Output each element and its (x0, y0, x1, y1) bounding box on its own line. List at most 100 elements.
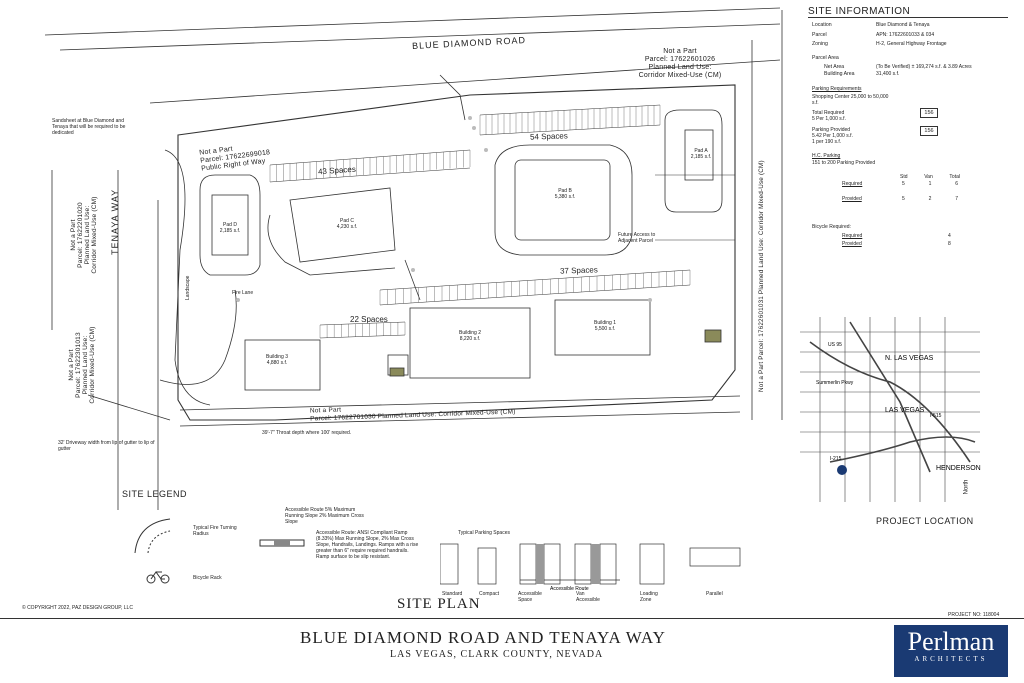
map-label-i215: I-215 (830, 456, 842, 462)
map-label-i515: I-515 (930, 413, 942, 419)
legend-ramp-note: Accessible Route: ANSI Compliant Ramp (8… (316, 530, 419, 560)
hc-provided-total: 7 (955, 196, 958, 202)
legend-fire-label: Typical Fire Turning Radius (193, 525, 237, 537)
total-required-label: Total Required (812, 110, 845, 116)
site-info-title: SITE INFORMATION (808, 6, 1008, 18)
legend-fire-radius-icon (134, 518, 171, 554)
site-info-value: 31,400 s.f. (876, 71, 900, 77)
note-throat-depth: 39'-7" Throat depth where 100' required. (262, 430, 352, 436)
parking-type-labels: Standard Compact Accessible Space Van Ac… (442, 591, 752, 605)
site-info-value: APN: 17622601033 & 034 (876, 32, 935, 38)
hc-required-van: 1 (928, 181, 932, 187)
map-label-las-vegas: LAS VEGAS (885, 407, 925, 414)
hc-headers: Std Van Total (900, 174, 960, 180)
parcel-label-top-right: Not a Part Parcel: 17622601026 Planned L… (638, 48, 722, 79)
road-label-tenaya: TENAYA WAY (110, 188, 120, 255)
parcel-label-left-lower: Not a Part Parcel: 17622301013 Planned L… (68, 326, 96, 404)
north-arrow-icon: North (963, 479, 970, 495)
parking-provided-rate-2: 1 per 190 s.f. (812, 139, 842, 145)
hc-parking-title: H.C. Parking (812, 153, 841, 159)
pad-c-label: Pad C 4,230 s.f. (336, 218, 358, 230)
parking-provided-rate: 5.42 Per 1,000 s.f. (812, 133, 853, 139)
site-info-value: H-2, General Highway Frontage (876, 41, 947, 47)
site-legend-title: SITE LEGEND (122, 489, 188, 499)
legend-route-label: Accessible Route 5% Maximum Running Slop… (285, 507, 364, 525)
project-name: BLUE DIAMOND ROAD AND TENAYA WAY (300, 628, 666, 647)
site-info-label: Parcel (812, 32, 827, 38)
legend-ramp-icon (259, 539, 305, 547)
parking-type-standard: Standard (442, 591, 463, 597)
hc-header-total: Total (949, 174, 960, 180)
project-location-text: LAS VEGAS, CLARK COUNTY, NEVADA (390, 649, 604, 660)
parking-type-parallel: Parallel (706, 591, 723, 597)
location-map: N. LAS VEGAS LAS VEGAS HENDERSON Summerl… (800, 317, 981, 502)
parking-route-label: Accessible Route (550, 586, 589, 592)
site-info-label: Net Area (824, 64, 845, 70)
hc-parking-sub: 151 to 200 Parking Provided (812, 160, 876, 166)
logo-firm-sub: ARCHITECTS (914, 655, 988, 663)
hc-provided-values: 5 2 7 (902, 196, 958, 202)
project-number: PROJECT NO: 118004 (948, 612, 1000, 618)
note-dedication: Sandsheet at Blue Diamond and Tenaya tha… (52, 118, 126, 136)
site-info-label: Zoning (812, 41, 828, 47)
parcel-label-right: Not a Part Parcel: 17622601031 Planned L… (758, 160, 765, 392)
project-location-caption: PROJECT LOCATION (876, 516, 974, 526)
parking-req-sub: Shopping Center 25,000 to 50,000 s.f. (812, 94, 889, 106)
hc-provided-std: 5 (902, 196, 905, 202)
building-3-label: Building 3 4,880 s.f. (266, 354, 288, 366)
map-label-n-las-vegas: N. LAS VEGAS (885, 355, 934, 362)
bicycle-icon (146, 571, 170, 584)
note-driveway-width: 32' Driveway width from lip of gutter to… (58, 440, 155, 452)
hc-header-van: Van (924, 174, 933, 180)
bicycle-title: Bicycle Required: (812, 224, 851, 230)
site-info-label: Parcel Area (812, 55, 839, 61)
parking-type-compact: Compact (479, 591, 500, 597)
map-label-us95: US 95 (828, 342, 842, 348)
site-info-value: (To Be Verified) ± 169,274 s.f. & 3.89 A… (876, 64, 972, 70)
parking-count-54: 54 Spaces (529, 131, 568, 142)
pad-d-label: Pad D 2,185 s.f. (219, 222, 241, 234)
parking-types-title: Typical Parking Spaces (458, 530, 510, 536)
site-info-label: Location (812, 22, 832, 28)
perlman-logo: Perlman ARCHITECTS (894, 625, 1008, 677)
total-required-rate: 5 Per 1,000 s.f. (812, 116, 846, 122)
parcel-label-left-upper: Not a Part Parcel: 17622201020 Planned L… (70, 196, 98, 274)
bike-provided-label: Provided (842, 241, 862, 247)
map-label-summerlin: Summerlin Pkwy (816, 380, 854, 386)
sheet-title: SITE PLAN (397, 596, 481, 612)
hc-required-label: Required (842, 181, 863, 187)
bike-provided-value: 8 (948, 241, 951, 247)
legend-bike-label: Bicycle Rack (193, 575, 222, 581)
parking-type-loading: Loading Zone (640, 591, 658, 603)
pad-b-label: Pad B 5,380 s.f. (554, 188, 576, 200)
hc-required-std: 5 (902, 181, 905, 187)
bike-required-value: 4 (948, 233, 951, 239)
hc-header-std: Std (900, 174, 908, 180)
label-landscape: Landscape (185, 275, 191, 300)
hc-provided-van: 2 (928, 196, 932, 202)
parking-provided-value: 156 (920, 126, 938, 136)
parking-type-van: Van Accessible (576, 591, 600, 603)
parking-count-37: 37 Spaces (559, 265, 598, 276)
hc-required-total: 6 (955, 181, 958, 187)
hc-required-values: 5 1 6 (902, 181, 958, 187)
site-info-value: Blue Diamond & Tenaya (876, 22, 930, 28)
parking-types-diagram: Accessible Route (440, 543, 741, 592)
note-future-access: Future Access to Adjacent Parcel (618, 232, 656, 244)
hc-provided-label: Provided (842, 196, 862, 202)
logo-firm-name: Perlman (907, 627, 995, 656)
building-2-label: Building 2 8,220 s.f. (459, 330, 481, 342)
total-required-value: 156 (920, 108, 938, 118)
pad-a-label: Pad A 2,185 s.f. (690, 148, 712, 160)
parking-type-accessible: Accessible Space (518, 591, 542, 603)
site-info-label: Building Area (824, 71, 855, 77)
parking-count-22: 22 Spaces (350, 315, 388, 324)
copyright-text: © COPYRIGHT 2022, PAZ DESIGN GROUP, LLC (22, 605, 133, 611)
label-fire-lane: Fire Lane (232, 290, 254, 296)
building-1-label: Building 1 5,500 s.f. (594, 320, 616, 332)
map-label-henderson: HENDERSON (936, 465, 981, 472)
parking-req-title: Parking Requirements (812, 86, 862, 92)
bike-required-label: Required (842, 233, 863, 239)
parking-provided-label: Parking Provided (812, 127, 851, 133)
